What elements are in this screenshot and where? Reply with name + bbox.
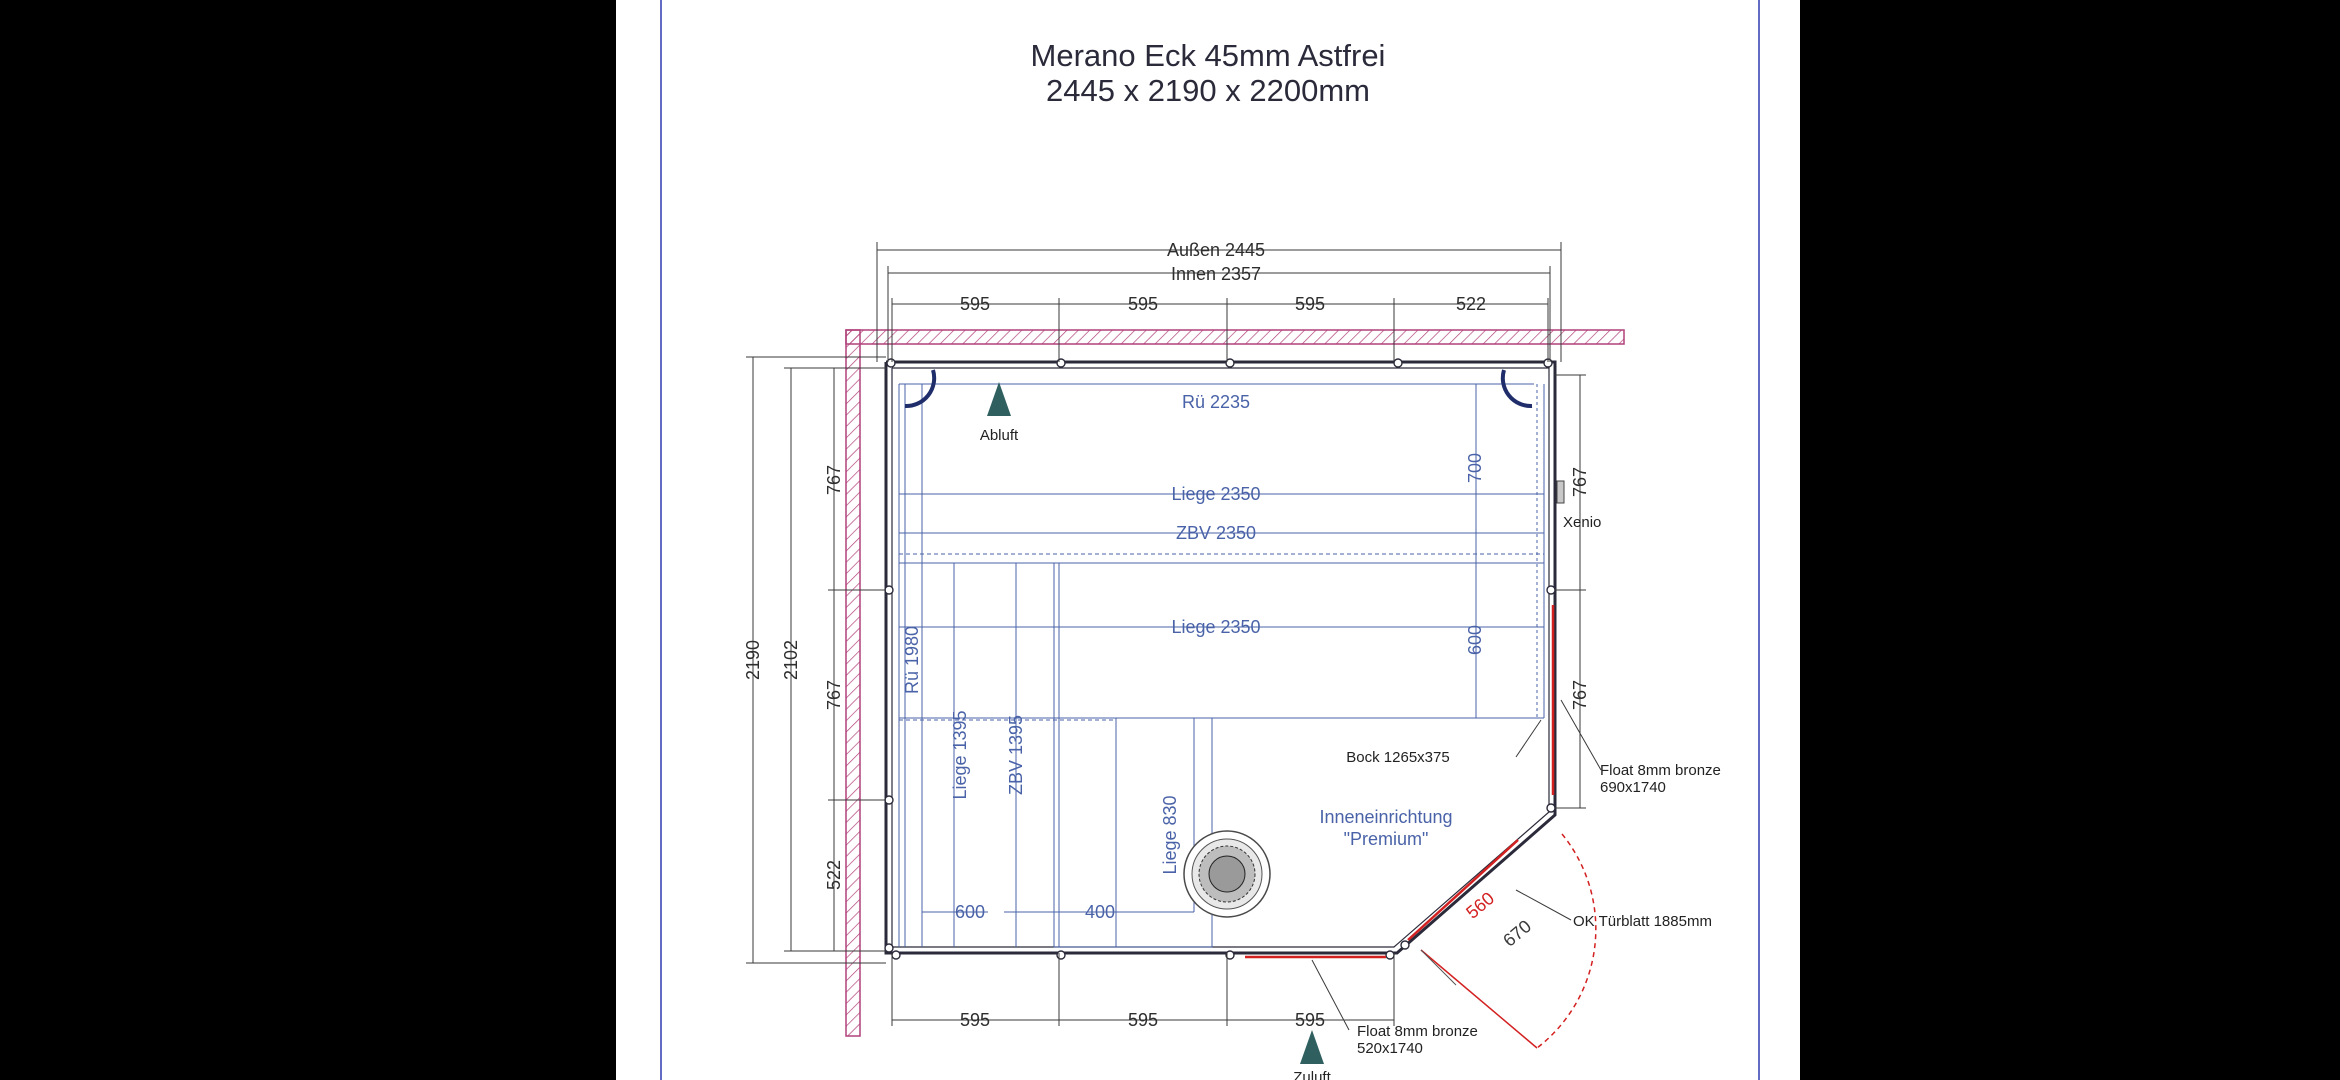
top-segment-2: 595 xyxy=(1128,294,1158,314)
dimension-lines xyxy=(746,242,1586,1026)
interior-line-2: "Premium" xyxy=(1344,829,1429,849)
left-inner-height: 2102 xyxy=(781,640,801,680)
supply-label: Zuluft xyxy=(1293,1069,1331,1080)
right-segment-2: 767 xyxy=(1570,680,1590,710)
bench-top-depth: 700 xyxy=(1465,453,1485,483)
left-segment-3: 522 xyxy=(824,860,844,890)
exhaust-icon xyxy=(987,382,1011,416)
bench-mid-depth: 600 xyxy=(1465,625,1485,655)
bottom-segment-3: 595 xyxy=(1295,1010,1325,1030)
top-segment-1: 595 xyxy=(960,294,990,314)
wall-left xyxy=(845,329,861,1037)
corner-lights xyxy=(904,369,1533,409)
exhaust-label: Abluft xyxy=(980,427,1019,444)
sauna-heater xyxy=(1183,830,1271,918)
drawing-sheet: Merano Eck 45mm Astfrei 2445 x 2190 x 22… xyxy=(616,0,1800,1080)
interior-layout xyxy=(898,383,1545,948)
door-opening-label: 670 xyxy=(1499,916,1535,951)
glass-right-line-1: Float 8mm bronze xyxy=(1600,762,1721,779)
glass-panels xyxy=(1245,605,1555,959)
outer-width-label: Außen 2445 xyxy=(1167,240,1265,260)
supply-icon xyxy=(1300,1030,1324,1064)
right-segment-1: 767 xyxy=(1570,467,1590,497)
zbv-left-vertical: ZBV 1395 xyxy=(1006,715,1026,795)
bench-upper-label: Liege 2350 xyxy=(1171,484,1260,504)
inner-width-label: Innen 2357 xyxy=(1171,264,1261,284)
bottom-segment-1: 595 xyxy=(960,1010,990,1030)
left-segment-1: 767 xyxy=(824,465,844,495)
glass-right-line-2: 690x1740 xyxy=(1600,779,1666,796)
bench-bottom-left: 600 xyxy=(955,902,985,922)
leader-lines xyxy=(1311,699,1602,1031)
backrest-left-label: Rü 1980 xyxy=(902,626,922,694)
door-label: OK Türblatt 1885mm xyxy=(1573,913,1712,930)
top-segment-4: 522 xyxy=(1456,294,1486,314)
bottom-segment-2: 595 xyxy=(1128,1010,1158,1030)
left-segment-2: 767 xyxy=(824,680,844,710)
drawing-title: Merano Eck 45mm Astfrei xyxy=(1030,38,1386,73)
bench-bottom-mid: 400 xyxy=(1085,902,1115,922)
floor-plan: Außen 2445 Innen 2357 595 595 595 522 59… xyxy=(660,0,1760,1080)
backrest-top-label: Rü 2235 xyxy=(1182,392,1250,412)
bench-left-vertical: Liege 1395 xyxy=(950,710,970,799)
cabin-inner-outline xyxy=(891,367,1550,948)
drawing-subtitle: 2445 x 2190 x 2200mm xyxy=(1046,73,1370,108)
interior-line-1: Inneneinrichtung xyxy=(1319,807,1452,827)
bench-small-label: Liege 830 xyxy=(1160,795,1180,874)
cabin-outline xyxy=(884,360,1557,955)
bench-middle-label: Liege 2350 xyxy=(1171,617,1260,637)
zbv-upper-label: ZBV 2350 xyxy=(1176,523,1256,543)
door-swing xyxy=(1420,833,1597,1049)
trestle-label: Bock 1265x375 xyxy=(1346,749,1449,766)
left-outer-height: 2190 xyxy=(743,640,763,680)
control-label: Xenio xyxy=(1563,514,1601,531)
glass-bottom-line-1: Float 8mm bronze xyxy=(1357,1023,1478,1040)
glass-bottom-line-2: 520x1740 xyxy=(1357,1040,1423,1057)
wall-top xyxy=(845,329,1625,345)
top-segment-3: 595 xyxy=(1295,294,1325,314)
control-unit xyxy=(1556,480,1565,504)
